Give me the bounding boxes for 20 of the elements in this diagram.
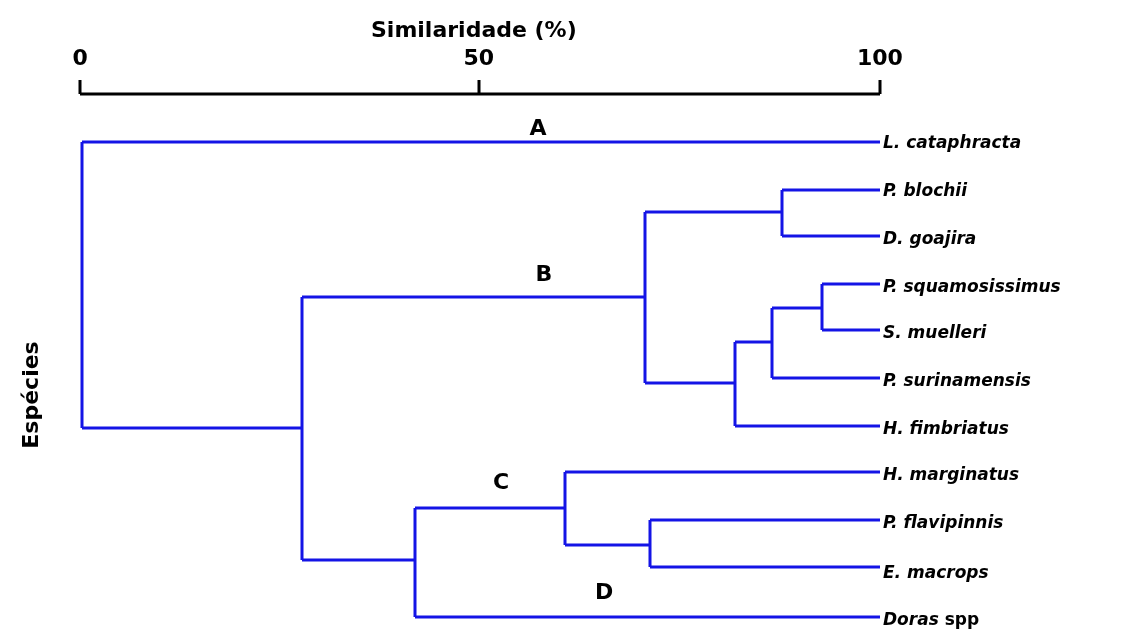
species-label: P. squamosissimus (883, 277, 1061, 295)
species-label: P. flavipinnis (883, 513, 1004, 531)
tick-label: 100 (857, 47, 903, 69)
species-label: H. marginatus (883, 465, 1020, 483)
species-label: P. surinamensis (883, 371, 1031, 389)
species-label: L. cataphracta (883, 133, 1022, 151)
species-label: P. blochii (883, 181, 967, 199)
axis-title: Espécies (19, 341, 42, 449)
cluster-label: B (535, 263, 553, 285)
tick-label: 0 (72, 47, 88, 69)
species-label: E. macrops (883, 563, 989, 581)
species-label: H. fimbriatus (883, 419, 1009, 437)
axis-title: Similaridade (%) (371, 19, 577, 41)
species-label: S. muelleri (883, 323, 987, 341)
cluster-label: D (595, 581, 614, 603)
tick-label: 50 (463, 47, 495, 69)
cluster-label: C (493, 471, 510, 493)
species-label: D. goajira (883, 229, 977, 247)
cluster-label: A (529, 117, 547, 139)
species-label: Doras spp (883, 610, 980, 628)
